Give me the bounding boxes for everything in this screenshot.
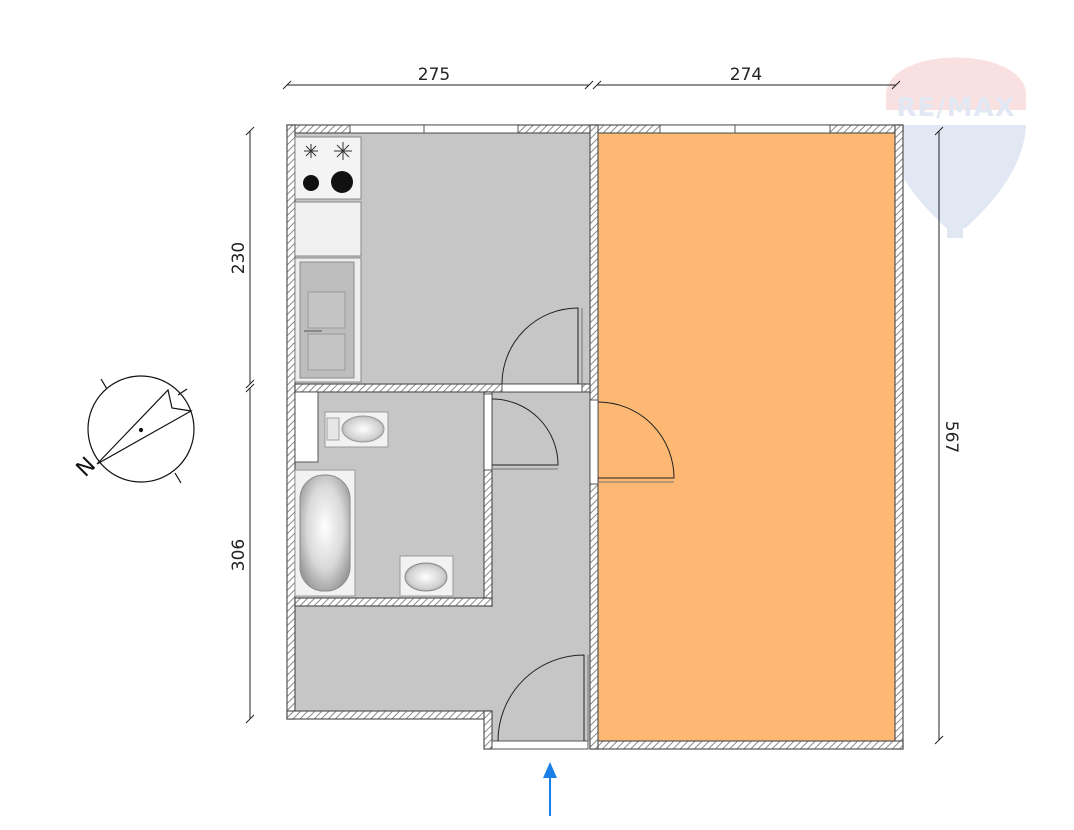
window-living xyxy=(659,124,831,134)
dim-right: 567 xyxy=(941,421,961,453)
dim-top-left: 275 xyxy=(418,65,450,85)
door-entrance xyxy=(497,654,585,742)
logo-basket xyxy=(947,228,963,238)
wall-right xyxy=(894,124,904,750)
dimension-labels: 275 274 230 306 567 xyxy=(229,65,961,571)
toilet-bowl xyxy=(341,415,385,443)
sink-bowl-bottom xyxy=(307,333,346,371)
kitchen-fixtures xyxy=(294,136,362,383)
wall-bottom-right xyxy=(589,740,904,750)
door-bathroom xyxy=(491,398,559,466)
washbasin xyxy=(404,562,448,592)
door-kitchen xyxy=(501,307,579,385)
dimension-lines xyxy=(245,80,944,745)
logo-balloon-bottom xyxy=(886,125,1026,228)
compass-needle xyxy=(96,388,193,465)
wall-left xyxy=(286,124,296,720)
dim-left-lower: 306 xyxy=(229,539,249,571)
opening-entrance xyxy=(491,740,589,750)
burner-small xyxy=(303,175,319,191)
logo-balloon-top xyxy=(886,57,1026,110)
dim-left-upper: 230 xyxy=(229,242,249,274)
room-living xyxy=(598,133,895,741)
room-hall xyxy=(295,392,590,741)
logo-text: RE/MAX xyxy=(896,93,1015,123)
wall-bottom-left xyxy=(286,710,493,720)
opening-living xyxy=(589,399,599,485)
remax-logo: RE/MAX xyxy=(886,57,1026,238)
toilet-tank xyxy=(326,417,340,441)
bathtub xyxy=(299,474,351,592)
counter xyxy=(294,201,362,257)
door-openings xyxy=(483,383,599,750)
burner-large xyxy=(331,171,353,193)
entrance-arrow-icon xyxy=(543,762,557,816)
windows xyxy=(349,124,831,134)
opening-bathroom xyxy=(483,393,493,471)
sink-bowl-top xyxy=(307,291,346,329)
wall-bottom-step xyxy=(483,710,493,750)
wall-bath-bottom xyxy=(294,597,493,607)
dim-top-right: 274 xyxy=(730,65,762,85)
washing-machine xyxy=(294,391,319,463)
opening-kitchen xyxy=(501,383,583,393)
compass-north-icon: N xyxy=(72,375,195,484)
bathroom-fixtures xyxy=(294,391,454,597)
door-living xyxy=(597,401,675,479)
doors xyxy=(491,307,675,742)
compass-circle xyxy=(87,375,195,483)
burner-icon xyxy=(304,142,352,160)
wall-kitchen-bottom xyxy=(294,383,591,393)
window-kitchen xyxy=(349,124,519,134)
stove xyxy=(294,136,362,200)
